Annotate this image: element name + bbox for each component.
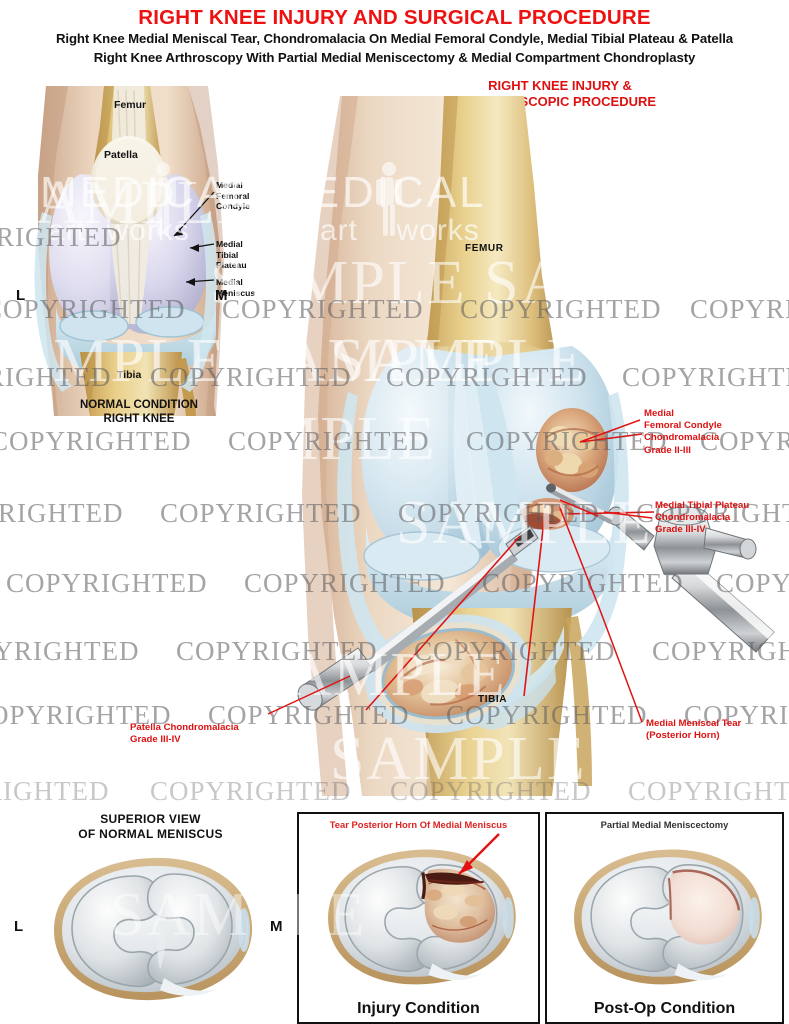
callout-line: Chondromalacia <box>655 512 731 524</box>
callout-line: Patella Chondromalacia <box>130 722 239 733</box>
watermark-sample: SAMPLE <box>0 553 217 621</box>
callout-line: Medial Tibial Plateau <box>655 500 750 511</box>
annotation-line: Plateau <box>216 260 247 270</box>
annotation-line: Meniscus <box>216 287 256 298</box>
normal-label-femur: Femur <box>114 99 147 111</box>
main-panel-title-line-1: RIGHT KNEE INJURY & <box>488 78 632 93</box>
injury-condition-panel: Tear Posterior Horn Of Medial Meniscus <box>297 812 540 1024</box>
injury-top-label: Tear Posterior Horn Of Medial Meniscus <box>329 819 508 830</box>
page-title: RIGHT KNEE INJURY AND SURGICAL PROCEDURE <box>138 6 651 29</box>
normal-meniscus-caption-line-1: SUPERIOR VIEW <box>100 812 201 826</box>
callout-line: Grade II-III <box>644 444 691 456</box>
callout-line: Chondromalacia <box>644 432 720 444</box>
callout-medial-femoral-condyle-chondromalacia: Medial Femoral Condyle Chondromalacia Gr… <box>644 408 722 457</box>
annotation-medial-meniscus: Medial Meniscus <box>216 277 255 298</box>
watermark-copyright: COPYRIGHTED <box>0 776 110 806</box>
annotation-line: Condyle <box>216 201 250 211</box>
normal-knee-caption-line-2: RIGHT KNEE <box>103 413 175 425</box>
callout-line: Medial Meniscal Tear <box>646 718 742 729</box>
meniscus-panels-row: SUPERIOR VIEW OF NORMAL MENISCUS <box>0 806 789 1024</box>
callout-medial-meniscal-tear: Medial Meniscal Tear (Posterior Horn) <box>646 718 741 742</box>
normal-meniscus-drawing <box>54 857 253 1001</box>
main-label-tibia: TIBIA <box>478 694 508 705</box>
postop-top-label: Partial Medial Meniscectomy <box>600 819 729 830</box>
normal-knee-caption: NORMAL CONDITION RIGHT KNEE <box>18 398 260 426</box>
callout-patella-chondromalacia: Patella Chondromalacia Grade III-IV <box>130 722 239 746</box>
main-label-femur: FEMUR <box>465 243 504 254</box>
normal-meniscus-caption: SUPERIOR VIEW OF NORMAL MENISCUS <box>8 812 293 842</box>
page-subtitle-1: Right Knee Medial Meniscal Tear, Chondro… <box>55 31 734 46</box>
injury-bottom-label: Injury Condition <box>357 1000 480 1017</box>
page-subtitle-2: Right Knee Arthroscopy With Partial Medi… <box>93 50 696 65</box>
callout-line: Grade III-IV <box>130 734 181 746</box>
normal-knee-caption-line-1: NORMAL CONDITION <box>80 399 198 411</box>
annotation-line: Femoral <box>216 190 250 201</box>
injury-meniscus-drawing <box>328 849 516 985</box>
normal-knee-illustration <box>18 86 260 416</box>
annotation-medial-femoral-condyle: Medial Femoral Condyle <box>216 180 250 212</box>
normal-label-patella: Patella <box>104 149 138 161</box>
watermark-copyright: COPYRIGHTED <box>0 636 140 666</box>
postop-condition-panel: Partial Medial Meniscectomy <box>545 812 784 1024</box>
watermark-copyright: COPYRIGHTED <box>0 426 192 456</box>
postop-meniscus-drawing <box>574 849 762 985</box>
normal-meniscus-marker-medial: M <box>270 918 283 935</box>
callout-line: (Posterior Horn) <box>646 730 720 742</box>
annotation-line: Tibial <box>216 249 239 260</box>
callout-line: Femoral Condyle <box>644 420 722 432</box>
normal-meniscus-marker-lateral: L <box>14 918 24 935</box>
annotation-line: Medial <box>216 239 243 249</box>
annotation-medial-tibial-plateau: Medial Tibial Plateau <box>216 239 247 271</box>
watermark-copyright: COPYRIGHTED <box>6 568 208 598</box>
callout-line: Medial <box>644 408 674 419</box>
normal-label-tibia: Tibia <box>117 369 142 381</box>
injury-pointer-arrow <box>458 833 500 875</box>
annotation-line: Medial <box>216 180 243 190</box>
watermark-copyright: COPYRIGHTED <box>0 498 124 528</box>
normal-marker-medial: M <box>215 287 228 304</box>
postop-bottom-label: Post-Op Condition <box>593 1000 736 1017</box>
callout-medial-tibial-plateau-chondromalacia: Medial Tibial Plateau Chondromalacia Gra… <box>655 500 749 537</box>
normal-marker-lateral: L <box>16 287 26 304</box>
annotation-line: Medial <box>216 277 243 287</box>
callout-line: Grade III-IV <box>655 524 706 536</box>
normal-meniscus-panel: SUPERIOR VIEW OF NORMAL MENISCUS <box>8 806 293 1024</box>
normal-meniscus-caption-line-2: OF NORMAL MENISCUS <box>78 827 223 841</box>
